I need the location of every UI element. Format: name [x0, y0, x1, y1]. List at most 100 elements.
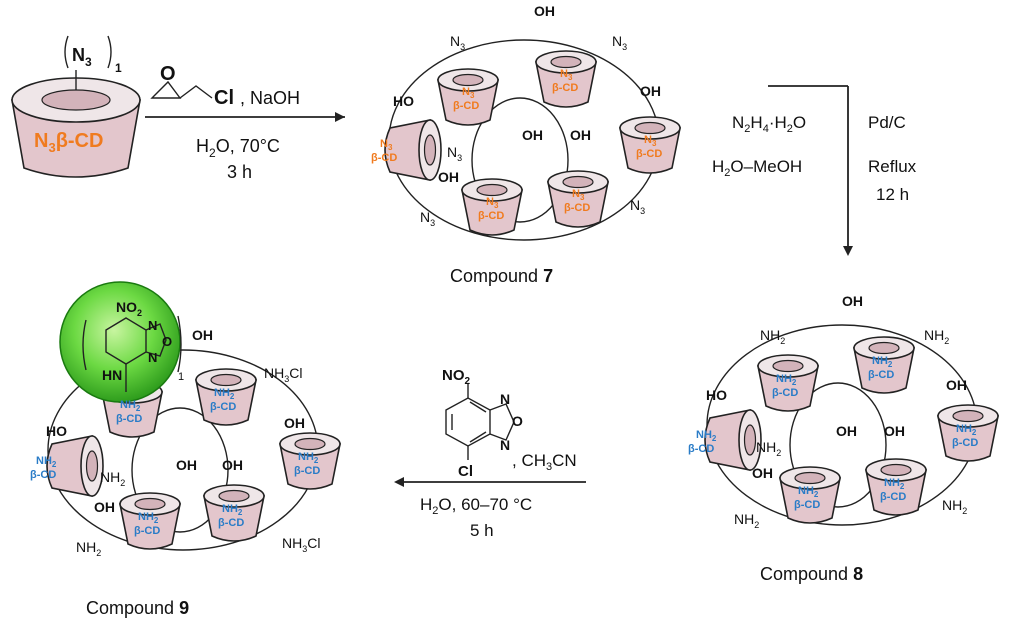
- svg-text:NH2: NH2: [100, 469, 125, 488]
- start-bracket-group: N3: [72, 45, 92, 69]
- svg-text:O: O: [512, 413, 523, 429]
- svg-text:N: N: [500, 437, 510, 453]
- svg-text:β-CD: β-CD: [478, 210, 504, 222]
- step2-time: 12 h: [876, 185, 909, 204]
- svg-text:N: N: [148, 318, 157, 333]
- step3-no2: NO2: [442, 367, 471, 387]
- svg-text:NH2: NH2: [798, 485, 819, 499]
- svg-text:NH2: NH2: [872, 355, 893, 369]
- svg-text:NH2: NH2: [756, 439, 781, 458]
- svg-text:β-CD: β-CD: [134, 525, 160, 537]
- svg-text:OH: OH: [570, 127, 591, 143]
- svg-text:NH2: NH2: [36, 455, 57, 469]
- svg-text:β-CD: β-CD: [210, 401, 236, 413]
- svg-text:NH2: NH2: [956, 423, 977, 437]
- compound-7-label: Compound 7: [450, 266, 553, 286]
- svg-text:β-CD: β-CD: [371, 152, 397, 164]
- step2-conditions: N2H4·H2O H2O–MeOH Pd/C Reflux 12 h: [712, 85, 917, 256]
- step2-catalyst: Pd/C: [868, 113, 906, 132]
- step2-solvent: H2O–MeOH: [712, 157, 802, 179]
- svg-text:β-CD: β-CD: [952, 437, 978, 449]
- svg-text:OH: OH: [176, 457, 197, 473]
- svg-text:β-CD: β-CD: [880, 491, 906, 503]
- step1-base: , NaOH: [240, 88, 300, 108]
- svg-text:NH3Cl: NH3Cl: [282, 535, 320, 554]
- svg-text:Cl: Cl: [458, 463, 473, 480]
- svg-text:OH: OH: [884, 423, 905, 439]
- svg-text:NH2: NH2: [884, 477, 905, 491]
- svg-text:OH: OH: [534, 3, 555, 19]
- compound-7: N3β-CD N3β-CD N3β-CD N3β-CD N3β-CD N3β-C…: [371, 3, 681, 286]
- svg-text:β-CD: β-CD: [30, 469, 56, 481]
- svg-text:NH2: NH2: [696, 429, 717, 443]
- svg-text:OH: OH: [522, 127, 543, 143]
- compound-8-label: Compound 8: [760, 564, 863, 584]
- svg-text:OH: OH: [94, 499, 115, 515]
- svg-text:HO: HO: [706, 387, 727, 403]
- svg-text:NH2: NH2: [942, 497, 967, 516]
- svg-text:HN: HN: [102, 367, 122, 383]
- svg-text:OH: OH: [284, 415, 305, 431]
- svg-text:β-CD: β-CD: [294, 465, 320, 477]
- svg-text:β-CD: β-CD: [116, 413, 142, 425]
- svg-text:OH: OH: [752, 465, 773, 481]
- svg-text:NH2: NH2: [734, 511, 759, 530]
- svg-text:NH2: NH2: [924, 327, 949, 346]
- svg-text:β-CD: β-CD: [453, 100, 479, 112]
- svg-text:NH2: NH2: [120, 399, 141, 413]
- start-bracket-count: 1: [115, 61, 122, 75]
- svg-text:β-CD: β-CD: [218, 517, 244, 529]
- step2-reagent: N2H4·H2O: [732, 113, 806, 135]
- svg-text:N: N: [148, 350, 157, 365]
- svg-text:N3: N3: [630, 197, 645, 216]
- svg-text:OH: OH: [842, 293, 863, 309]
- step2-condition: Reflux: [868, 157, 917, 176]
- svg-text:β-CD: β-CD: [636, 148, 662, 160]
- svg-text:HO: HO: [393, 93, 414, 109]
- step3-time: 5 h: [470, 521, 494, 540]
- step1-reagent: Cl: [214, 87, 234, 109]
- compound-9-label: Compound 9: [86, 598, 189, 618]
- svg-text:NH2: NH2: [298, 451, 319, 465]
- start-material: N3β-CD N3 1: [11, 35, 141, 178]
- step1-time: 3 h: [227, 162, 252, 182]
- step3-conditions: NO2 N O N Cl , CH3CN H2O, 60–70 °C 5 h: [394, 367, 586, 540]
- step1-conditions: O Cl , NaOH H2O, 70°C 3 h: [145, 63, 345, 182]
- svg-text:NH3Cl: NH3Cl: [264, 365, 302, 384]
- step3-solvent-extra: , CH3CN: [512, 451, 577, 473]
- svg-text:β-CD: β-CD: [868, 369, 894, 381]
- svg-text:1: 1: [178, 371, 184, 383]
- svg-text:O: O: [162, 334, 172, 349]
- svg-text:NH2: NH2: [760, 327, 785, 346]
- svg-text:HO: HO: [46, 423, 67, 439]
- svg-text:N3: N3: [450, 33, 465, 52]
- svg-text:NH2: NH2: [214, 387, 235, 401]
- svg-text:OH: OH: [438, 169, 459, 185]
- svg-text:N: N: [500, 391, 510, 407]
- start-material-label: N3β-CD: [34, 130, 103, 155]
- svg-text:β-CD: β-CD: [794, 499, 820, 511]
- svg-text:β-CD: β-CD: [564, 202, 590, 214]
- svg-text:N3: N3: [420, 209, 435, 228]
- svg-text:β-CD: β-CD: [772, 387, 798, 399]
- svg-text:O: O: [160, 63, 176, 85]
- fluorophore-glow: [59, 281, 181, 403]
- svg-text:β-CD: β-CD: [552, 82, 578, 94]
- svg-text:OH: OH: [640, 83, 661, 99]
- svg-text:NH2: NH2: [76, 539, 101, 558]
- step3-solvent: H2O, 60–70 °C: [420, 495, 532, 517]
- svg-text:NO2: NO2: [116, 299, 142, 318]
- svg-text:NH2: NH2: [222, 503, 243, 517]
- svg-text:NH2: NH2: [776, 373, 797, 387]
- svg-text:N3: N3: [447, 144, 462, 163]
- svg-text:β-CD: β-CD: [688, 443, 714, 455]
- step1-solvent: H2O, 70°C: [196, 136, 280, 160]
- svg-text:OH: OH: [192, 327, 213, 343]
- svg-text:OH: OH: [836, 423, 857, 439]
- svg-text:N3: N3: [612, 33, 627, 52]
- svg-text:OH: OH: [946, 377, 967, 393]
- svg-text:NH2: NH2: [138, 511, 159, 525]
